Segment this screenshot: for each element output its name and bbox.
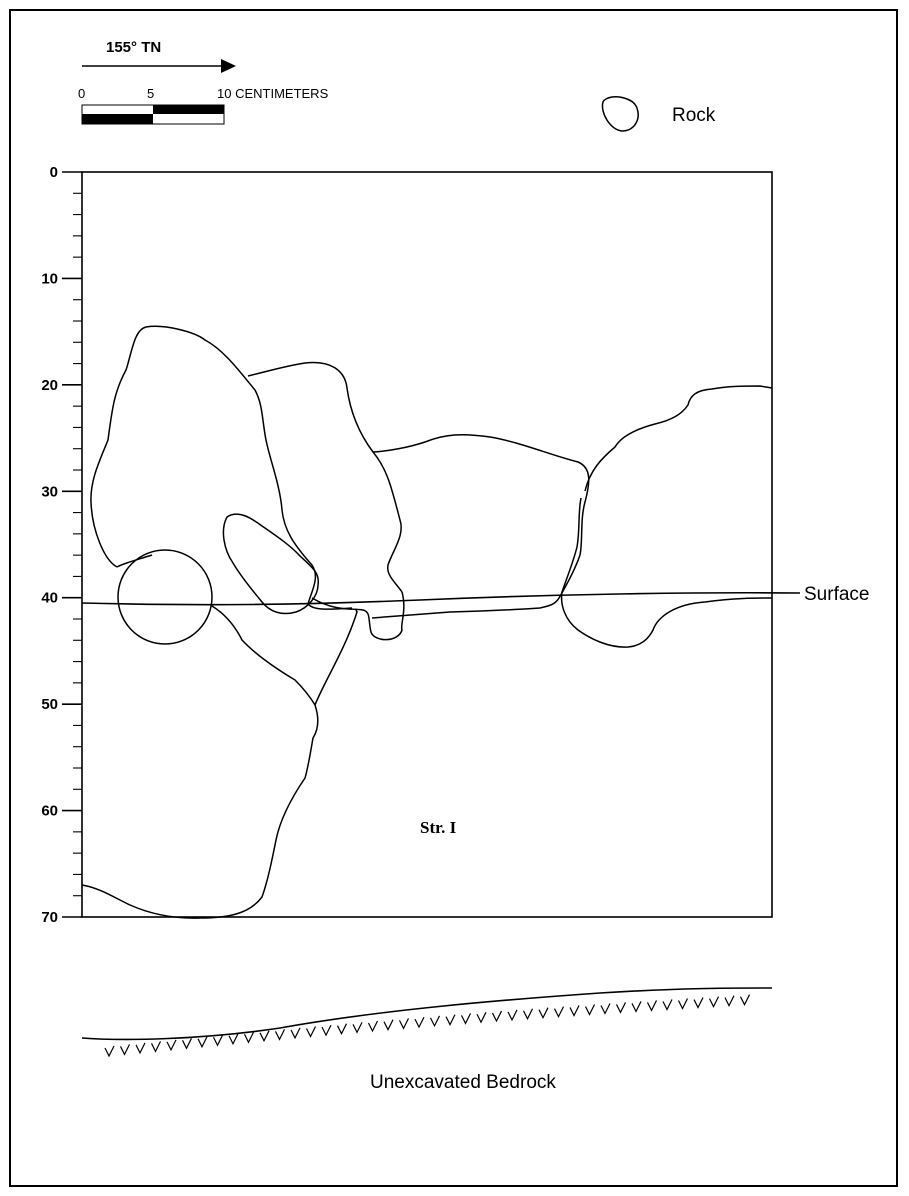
north-arrow: 155° TN [82, 39, 236, 73]
rock-legend-label: Rock [672, 105, 716, 126]
bedrock-hatch-mark [724, 995, 735, 1007]
bedrock-hatch-mark [460, 1013, 472, 1025]
bedrock-hatch-mark [693, 997, 704, 1009]
north-arrow-label: 155° TN [106, 39, 161, 56]
surface-line-path [81, 591, 801, 606]
rock-outline-circular [117, 549, 213, 645]
surface-line: Surface [81, 584, 869, 606]
bedrock-hatch-mark [739, 994, 751, 1007]
rock-outline [81, 704, 319, 919]
bedrock-hatch-mark [104, 1045, 115, 1058]
bedrock-hatch-mark [352, 1022, 363, 1034]
depth-tick-label: 70 [41, 909, 58, 926]
bedrock-hatch-mark [119, 1044, 131, 1056]
bedrock-hatch-mark [600, 1003, 611, 1015]
rocks [81, 325, 773, 919]
rock-outline [222, 513, 320, 615]
bedrock-hatch-mark [631, 1001, 642, 1013]
depth-tick-label: 50 [41, 696, 58, 713]
rock-outline [247, 361, 405, 641]
rock-outline [211, 605, 358, 707]
legend: Rock [601, 96, 716, 132]
depth-tick-label: 10 [41, 270, 58, 287]
bedrock-hatch-mark [569, 1005, 580, 1017]
bedrock-hatch-mark [615, 1002, 627, 1014]
rock-outline [371, 433, 590, 619]
bedrock-hatch-mark [290, 1027, 301, 1040]
bedrock-hatch-mark [538, 1007, 549, 1020]
bedrock-hatch-mark [507, 1009, 518, 1022]
bedrock-label: Unexcavated Bedrock [370, 1072, 556, 1093]
bedrock-hatch-mark [274, 1029, 286, 1041]
bedrock-hatch-mark [553, 1006, 565, 1018]
rock-legend-icon [601, 96, 639, 132]
scale-tick-5: 5 [147, 86, 154, 101]
rock-outline [116, 554, 153, 568]
bedrock-hatch-mark [414, 1016, 425, 1029]
rock-outline [560, 497, 773, 648]
bedrock-hatch-mark [677, 998, 689, 1010]
bedrock-hatch-mark [491, 1010, 503, 1023]
scale-tick-0: 0 [78, 86, 85, 101]
bedrock-contact-line [81, 987, 773, 1041]
bedrock-hatch-mark [181, 1038, 193, 1050]
bedrock-hatch-mark [336, 1023, 348, 1036]
bedrock-hatch-mark [383, 1019, 394, 1032]
bedrock-hatch-mark [243, 1032, 255, 1044]
scale-segment-upper [153, 105, 224, 114]
bedrock-hatch-mark [445, 1014, 456, 1026]
bedrock-hatch-mark [646, 1000, 658, 1012]
depth-axis: 0 10 20 30 40 50 60 70 [41, 164, 82, 926]
scale-tick-10: 10 CENTIMETERS [217, 86, 329, 101]
bedrock-hatch-mark [212, 1035, 224, 1047]
bedrock-hatch-mark [367, 1020, 379, 1033]
arrow-head-icon [221, 59, 236, 73]
bedrock-hatch-mark [228, 1033, 239, 1046]
rock-outline [584, 385, 773, 492]
rock-outline [90, 325, 353, 610]
bedrock-hatch-mark [150, 1041, 162, 1053]
depth-tick-label: 0 [50, 164, 58, 181]
bedrock-hatch-mark [476, 1011, 487, 1024]
stratum-label: Str. I [420, 818, 457, 837]
bedrock-hatching [104, 994, 751, 1058]
profile-boundary [81, 171, 773, 918]
bedrock-hatch-mark [321, 1024, 332, 1037]
bedrock-hatch-mark [429, 1015, 441, 1028]
bedrock-hatch-mark [584, 1004, 596, 1016]
surface-label: Surface [804, 584, 869, 605]
bedrock-hatch-mark [662, 999, 673, 1011]
scale-segment-lower [82, 114, 153, 124]
bedrock-hatch-mark [708, 996, 720, 1008]
scale-bar: 0 5 10 CENTIMETERS [78, 86, 329, 125]
depth-tick-label: 30 [41, 483, 58, 500]
depth-tick-label: 20 [41, 377, 58, 394]
bedrock-hatch-mark [166, 1039, 177, 1052]
bedrock-hatch-mark [305, 1026, 317, 1038]
bedrock-hatch-mark [197, 1036, 208, 1049]
depth-tick-label: 40 [41, 590, 58, 607]
bedrock-hatch-mark [135, 1042, 146, 1055]
depth-tick-label: 60 [41, 803, 58, 820]
bedrock-hatch-mark [398, 1018, 410, 1030]
bedrock-hatch-mark [522, 1008, 534, 1021]
bedrock-hatch-mark [259, 1030, 270, 1043]
